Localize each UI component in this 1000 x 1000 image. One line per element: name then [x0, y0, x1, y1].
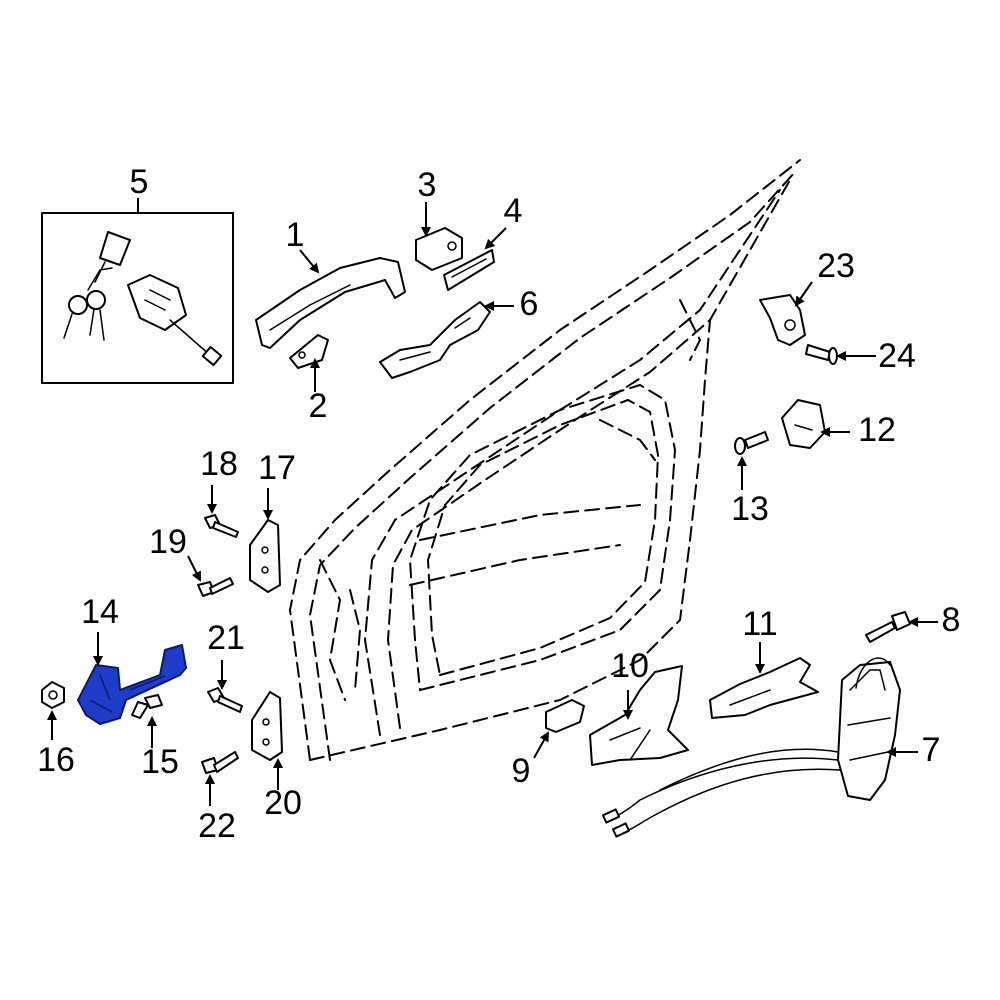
- part-16-nut[interactable]: [41, 681, 65, 709]
- part-9-clip[interactable]: [545, 699, 585, 733]
- part-8-bolt[interactable]: [865, 611, 911, 643]
- part-1-outside-handle[interactable]: [255, 257, 406, 349]
- callout-19[interactable]: 19: [149, 523, 187, 561]
- callout-21[interactable]: 21: [207, 619, 245, 657]
- callout-11[interactable]: 11: [742, 605, 777, 643]
- callout-18[interactable]: 18: [200, 445, 238, 483]
- callout-labels: 1 2 3 4 5 6 7 8 9 10 11 12 13 14 15 16 1…: [37, 163, 960, 845]
- part-13-screw[interactable]: [734, 431, 769, 455]
- callout-9[interactable]: 9: [512, 752, 531, 790]
- part-6-handle-bracket[interactable]: [379, 301, 491, 379]
- part-2-handle-cover[interactable]: [289, 334, 329, 369]
- part-15-bolt[interactable]: [131, 694, 163, 719]
- callout-24[interactable]: 24: [878, 337, 916, 375]
- callout-12[interactable]: 12: [858, 411, 896, 449]
- callout-8[interactable]: 8: [942, 601, 961, 639]
- callout-4[interactable]: 4: [504, 192, 523, 230]
- part-5-key-cylinder-set[interactable]: [41, 198, 234, 384]
- part-4-handle-gasket[interactable]: [443, 249, 495, 291]
- key-icon: [63, 231, 131, 341]
- part-11-rod-guide[interactable]: [709, 657, 819, 719]
- part-21-bolt[interactable]: [207, 687, 243, 713]
- callout-17[interactable]: 17: [258, 449, 296, 487]
- callout-23[interactable]: 23: [817, 247, 855, 285]
- callout-22[interactable]: 22: [198, 807, 236, 845]
- part-22-bolt[interactable]: [201, 751, 239, 774]
- part-24-screw[interactable]: [805, 344, 838, 365]
- door-shell-outline: [289, 159, 801, 761]
- callout-1[interactable]: 1: [286, 216, 305, 254]
- part-12-door-striker[interactable]: [781, 399, 826, 449]
- callout-10[interactable]: 10: [611, 647, 649, 685]
- callout-20[interactable]: 20: [264, 784, 302, 822]
- callout-14[interactable]: 14: [81, 593, 119, 631]
- callout-13[interactable]: 13: [731, 490, 769, 528]
- callout-2[interactable]: 2: [309, 387, 328, 425]
- part-19-bolt[interactable]: [197, 577, 234, 597]
- lock-cylinder-icon: [127, 274, 223, 367]
- part-14-door-check[interactable]: [77, 644, 187, 725]
- part-23-bracket[interactable]: [759, 294, 806, 346]
- part-10-latch-cover[interactable]: [589, 665, 689, 766]
- part-18-bolt[interactable]: [204, 514, 239, 538]
- callout-15[interactable]: 15: [141, 743, 179, 781]
- callout-5[interactable]: 5: [130, 163, 149, 201]
- callout-3[interactable]: 3: [418, 166, 437, 204]
- callout-arrows: [47, 202, 938, 806]
- part-3-handle-cap[interactable]: [415, 227, 463, 271]
- part-20-hinge-lower[interactable]: [251, 691, 283, 761]
- part-7-door-latch[interactable]: [601, 657, 901, 838]
- callout-6[interactable]: 6: [520, 285, 539, 323]
- callout-16[interactable]: 16: [37, 741, 75, 779]
- part-17-hinge-upper[interactable]: [249, 519, 281, 593]
- callout-7[interactable]: 7: [922, 731, 941, 769]
